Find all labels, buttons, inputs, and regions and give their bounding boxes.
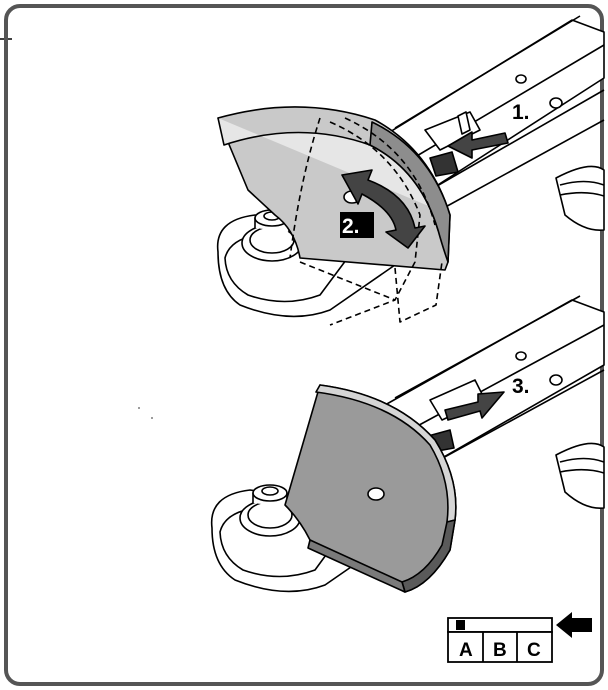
step-2-label: 2. <box>342 215 360 238</box>
position-c-label: C <box>527 640 541 661</box>
indicator-arrow-icon <box>556 612 592 638</box>
position-indicator: A B C <box>447 612 592 663</box>
arrow-right-icon <box>444 391 505 421</box>
step-3-label: 3. <box>512 375 530 398</box>
step-2-label-box <box>340 212 374 238</box>
bottom-illustration <box>210 295 605 593</box>
top-illustration <box>216 15 605 326</box>
position-marker <box>456 620 465 630</box>
rotate-arrow-icon <box>341 169 426 249</box>
arrow-left-icon <box>447 131 509 159</box>
step-1-label: 1. <box>512 101 530 124</box>
position-b-label: B <box>493 640 507 661</box>
position-a-label: A <box>459 640 473 661</box>
